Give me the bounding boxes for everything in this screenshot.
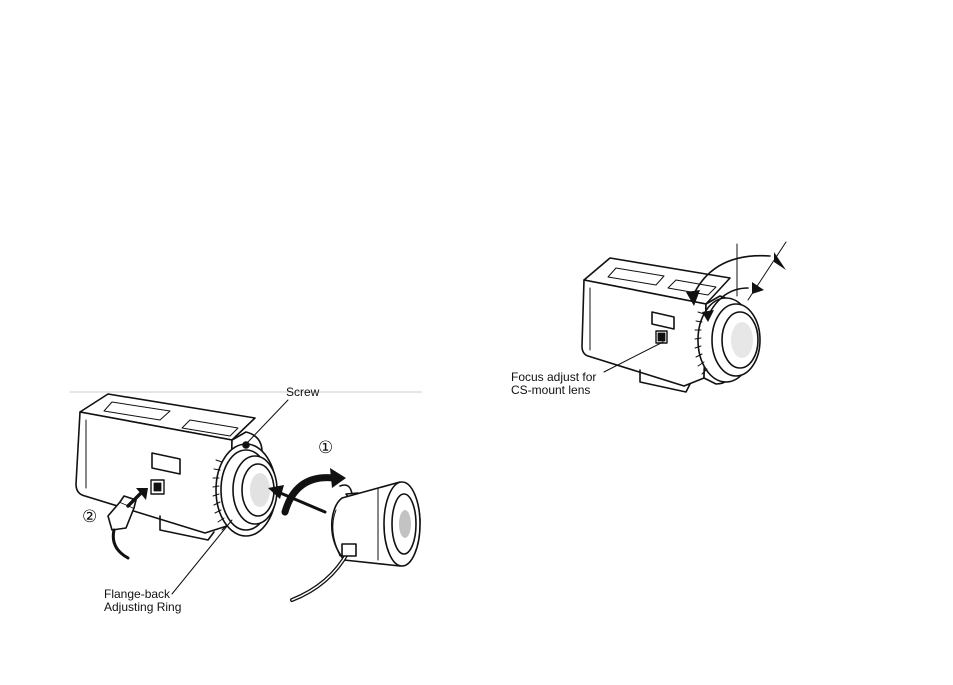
screw-label: Screw: [286, 386, 319, 398]
focus-label-line1: Focus adjust for: [511, 371, 596, 383]
step-2-marker: ②: [82, 509, 97, 526]
focus-label-line2: CS-mount lens: [511, 384, 590, 396]
step-1-marker: ①: [318, 440, 333, 457]
flange-label-line1: Flange-back: [104, 588, 170, 600]
flange-label-line2: Adjusting Ring: [104, 601, 181, 613]
